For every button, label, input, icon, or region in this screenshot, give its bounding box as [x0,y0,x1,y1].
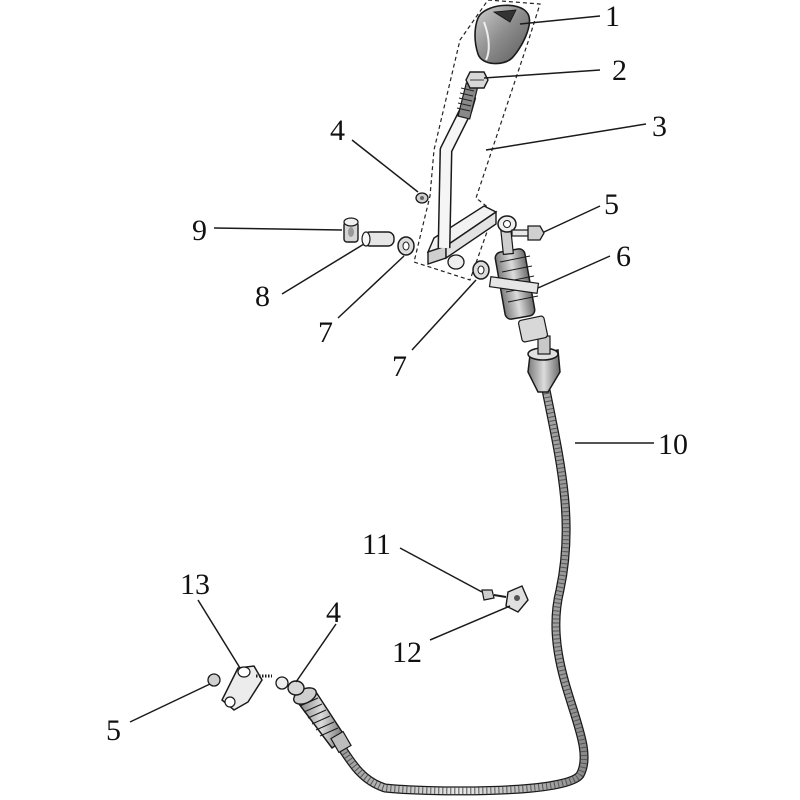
washer-right [472,260,490,280]
cable-bracket [505,585,529,613]
callout-7-right: 7 [392,350,407,383]
callout-10: 10 [658,428,688,461]
callout-6: 6 [616,240,631,273]
callout-2: 2 [612,54,627,87]
lever-nut [465,71,489,89]
bushing [343,217,359,243]
lever-assembly-boundary [413,0,541,281]
callout-4-lower: 4 [326,596,341,629]
callout-labels: 1 2 3 4 5 9 6 8 7 7 10 11 12 13 4 5 [106,0,688,747]
callout-11: 11 [362,528,391,561]
callout-7-left: 7 [318,316,333,349]
selector-arm [221,665,272,711]
bracket-bolt [481,589,507,601]
upper-cable-boot [517,315,561,393]
upper-cable-connector [488,215,540,320]
nut-small-upper [415,192,429,204]
bolt-upper [511,225,545,241]
shift-knob [474,4,531,65]
callout-13: 13 [180,568,210,601]
callout-4-upper: 4 [330,114,345,147]
callout-3: 3 [652,110,667,143]
callout-5-lower: 5 [106,714,121,747]
callout-5-upper: 5 [604,188,619,221]
pivot-pin [361,231,395,247]
leader-lines [129,15,654,723]
lower-cable-connector [275,676,352,754]
callout-1: 1 [605,0,620,33]
shift-lever [426,82,498,270]
callout-12: 12 [392,636,422,669]
callout-8: 8 [255,280,270,313]
washer-left [397,236,415,256]
shift-cable [333,380,589,796]
callout-9: 9 [192,214,207,247]
bolt-lower [207,673,221,687]
